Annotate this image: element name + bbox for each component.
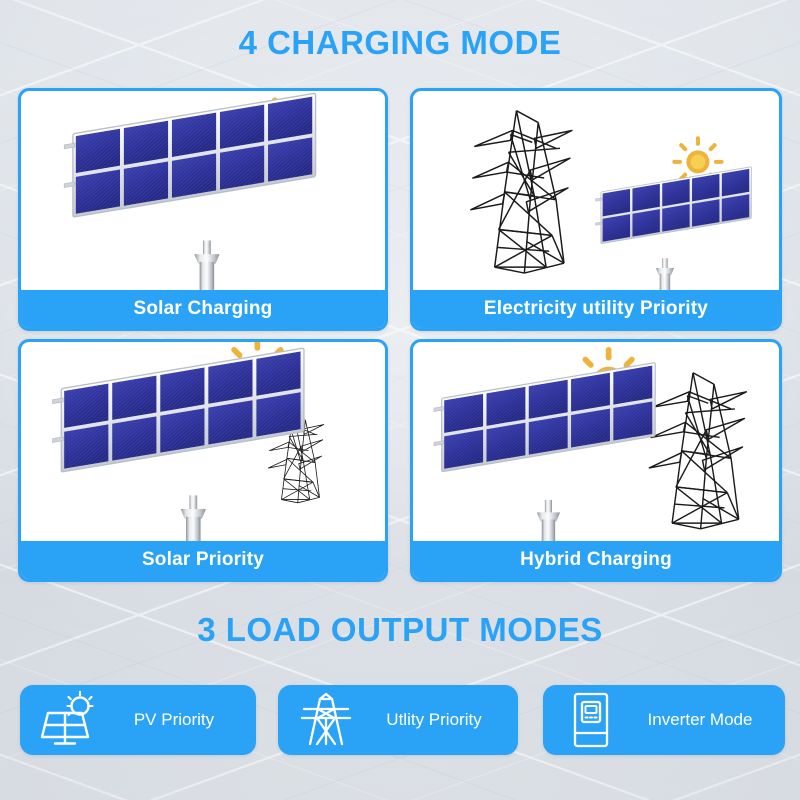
solar-panel-icon [433, 361, 656, 541]
inverter-unit-icon [557, 689, 625, 751]
page-title-load-output-modes: 3 LOAD OUTPUT MODES [197, 611, 603, 648]
load-mode-label: Utlity Priority [386, 710, 482, 729]
mode-card-artwork [21, 91, 385, 290]
solar-panel-icon [51, 347, 305, 541]
mode-card-solar-charging[interactable]: Solar Charging [18, 88, 388, 331]
load-mode-label: PV Priority [133, 710, 215, 729]
load-mode-utility-priority[interactable]: Utlity Priority [278, 685, 518, 755]
mode-card-label: Hybrid Charging [413, 541, 779, 579]
load-mode-pv-priority[interactable]: PV Priority [20, 685, 256, 755]
solar-panel-icon [63, 92, 317, 290]
solar-panel-icon [595, 166, 752, 290]
mode-card-label: Solar Charging [21, 290, 385, 328]
mode-card-artwork [413, 342, 779, 541]
page-title-charging-modes: 4 CHARGING MODE [238, 24, 562, 61]
solar-panel-sun-icon [34, 689, 102, 751]
transmission-tower-icon [292, 689, 360, 751]
mode-card-hybrid-charging[interactable]: Hybrid Charging [410, 339, 782, 582]
mode-card-solar-priority[interactable]: Solar Priority [18, 339, 388, 582]
load-mode-inverter[interactable]: Inverter Mode [543, 685, 785, 755]
transmission-tower-icon [648, 372, 748, 530]
mode-card-artwork [413, 91, 779, 290]
mode-card-label: Solar Priority [21, 541, 385, 579]
mode-card-artwork [21, 342, 385, 541]
mode-card-electricity-utility-priority[interactable]: Electricity utility Priority [410, 88, 782, 331]
mode-card-label: Electricity utility Priority [413, 290, 779, 328]
transmission-tower-icon [470, 109, 573, 274]
load-mode-label: Inverter Mode [647, 710, 753, 729]
